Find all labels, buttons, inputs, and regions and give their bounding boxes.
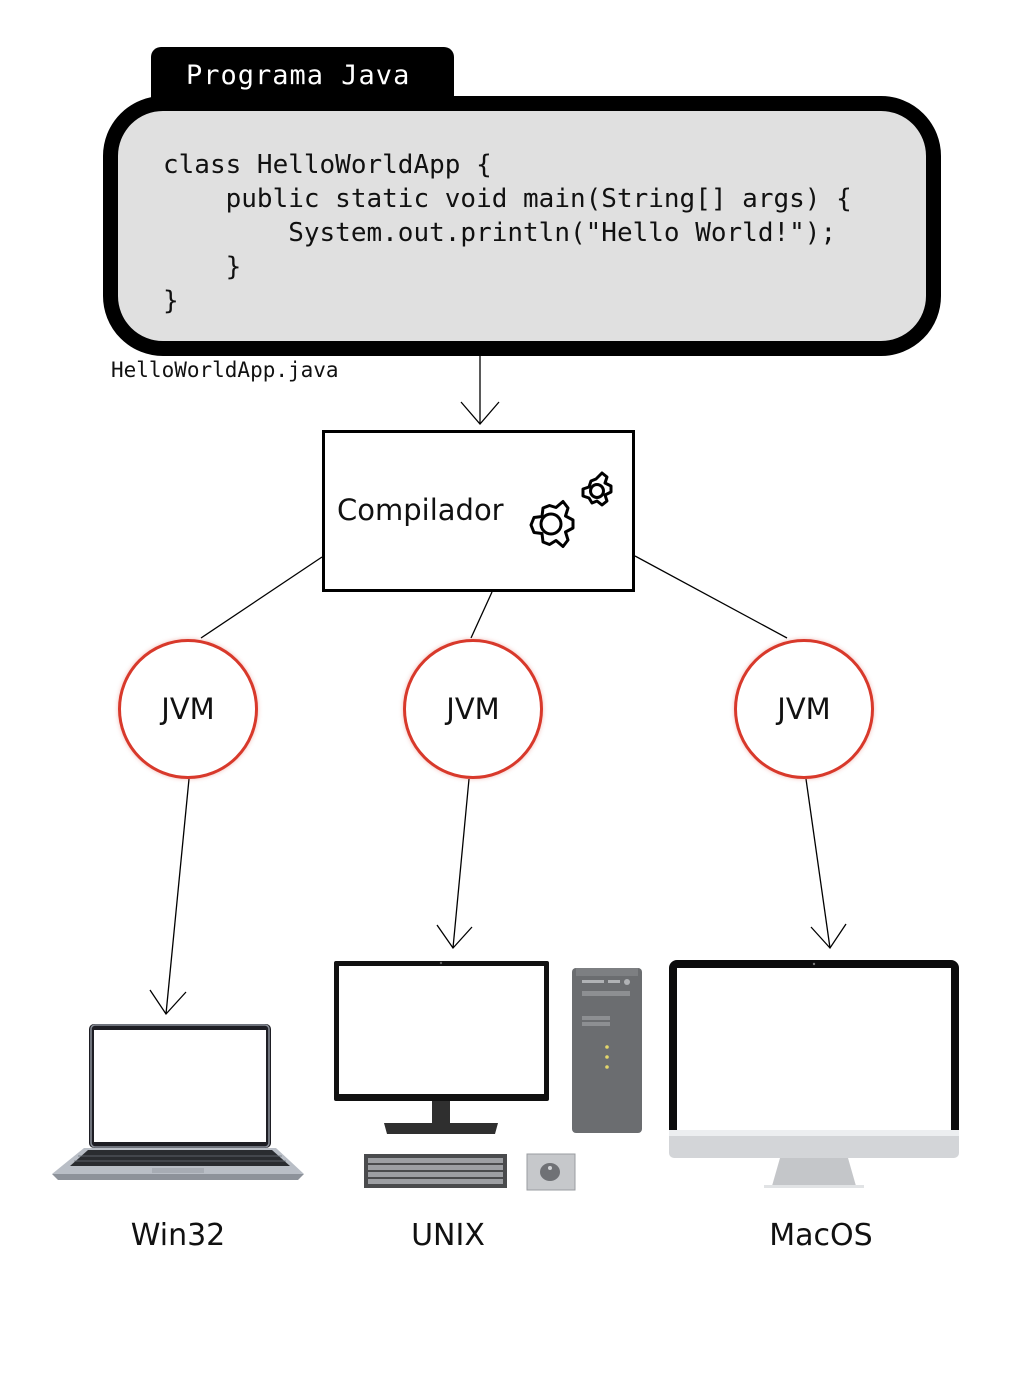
jvm-unix: JVM [403, 639, 543, 779]
program-tab: Programa Java [151, 47, 454, 105]
line-compiler-jvm-2 [470, 591, 493, 639]
program-tab-title: Programa Java [186, 60, 411, 91]
code-line: System.out.println("Hello World!"); [163, 218, 837, 248]
code-line: class HelloWorldApp { [163, 150, 492, 180]
jvm-label: JVM [446, 692, 500, 726]
platform-label-win32: Win32 [130, 1218, 226, 1253]
arrowhead [810, 923, 847, 950]
laptop-icon [52, 1024, 304, 1180]
desktop-tower-icon [334, 961, 642, 1191]
compiler-box: Compilador [322, 430, 635, 592]
compiler-label: Compilador [337, 493, 504, 527]
line-compiler-jvm-1 [200, 556, 323, 639]
jvm-label: JVM [161, 692, 215, 726]
arrowhead [149, 989, 187, 1016]
line-compiler-jvm-3 [634, 555, 788, 639]
jvm-label: JVM [777, 692, 831, 726]
code-line: } [163, 252, 242, 282]
jvm-macos: JVM [734, 639, 874, 779]
arrowhead [460, 401, 500, 425]
arrow-jvm-macos [805, 778, 831, 949]
jvm-win32: JVM [118, 639, 258, 779]
arrow-jvm-win32 [165, 778, 190, 1015]
arrow-jvm-unix [452, 778, 470, 949]
gears-icon [529, 471, 613, 548]
platform-label-macos: MacOS [769, 1218, 873, 1253]
imac-icon [669, 960, 959, 1188]
code-line: public static void main(String[] args) { [163, 184, 852, 214]
code-block: class HelloWorldApp { public static void… [163, 148, 852, 318]
code-line: } [163, 286, 179, 316]
code-box [103, 96, 941, 356]
filename-label: HelloWorldApp.java [111, 358, 339, 382]
arrowhead [436, 924, 473, 950]
platform-label-unix: UNIX [411, 1218, 485, 1253]
